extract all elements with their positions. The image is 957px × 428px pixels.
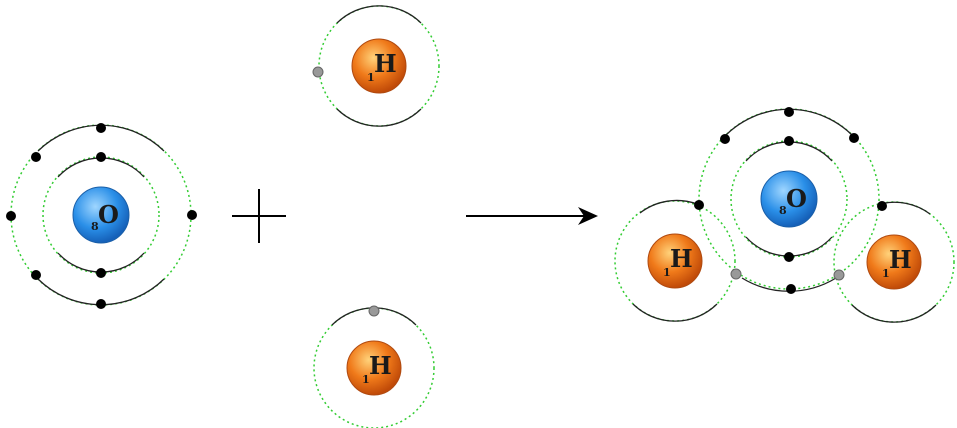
oxygen-symbol: O [98,200,119,229]
electron [96,299,106,309]
hydrogen-orbit-arc-bottom [632,303,718,322]
oxygen-atomic-number: 8 [91,220,99,233]
oxygen-atomic-number: 8 [779,204,787,217]
electron [784,136,794,146]
hydrogen-orbit [614,200,736,322]
hydrogen-symbol: H [369,351,392,380]
electron [31,152,41,162]
electron [786,284,796,294]
plus-sign [232,189,286,243]
electron [877,201,887,211]
hydrogen-symbol: H [670,244,693,273]
hydrogen-atomic-number: 1 [367,71,375,84]
oxygen-symbol: O [786,184,807,213]
reaction-arrow [466,207,598,225]
shared-electron [833,269,845,281]
hydrogen-orbit-arc-bottom [851,304,937,323]
electron [694,200,704,210]
hydrogen-symbol: H [889,245,912,274]
electron [96,123,106,133]
electron [720,134,730,144]
hydrogen-atom-bottom: 1 H [313,305,435,428]
hydrogen-orbit-arc-bottom [336,108,422,127]
hydrogen-atom-top: 1 H [312,5,440,127]
electron [31,270,41,280]
hydrogen-orbit [313,307,435,428]
hydrogen-nucleus [647,233,703,289]
electron [187,210,197,220]
hydrogen-nucleus [866,234,922,290]
hydrogen-orbit-arc-top [879,201,931,215]
electron [96,268,106,278]
hydrogen-atomic-number: 1 [663,266,671,279]
oxygen-atom: 8 O [6,123,197,309]
electron [312,66,324,78]
electron [849,133,859,143]
hydrogen-atomic-number: 1 [882,267,890,280]
hydrogen-nucleus [351,38,407,94]
water-molecule: 8 O 1 H 1 H [614,107,955,323]
electron [6,211,16,221]
hydrogen-nucleus [346,340,402,396]
hydrogen-orbit [833,201,955,323]
hydrogen-symbol: H [374,49,397,78]
electron [784,107,794,117]
oxygen-nucleus [72,186,130,244]
shared-electron [730,268,742,280]
electron [96,152,106,162]
hydrogen-atomic-number: 1 [362,373,370,386]
oxygen-nucleus [760,170,818,228]
electron [784,252,794,262]
electron [368,305,380,317]
hydrogen-orbit-arc-top [336,5,422,24]
hydrogen-orbit-arc-top [639,199,698,214]
hydrogen-orbit [318,5,440,127]
